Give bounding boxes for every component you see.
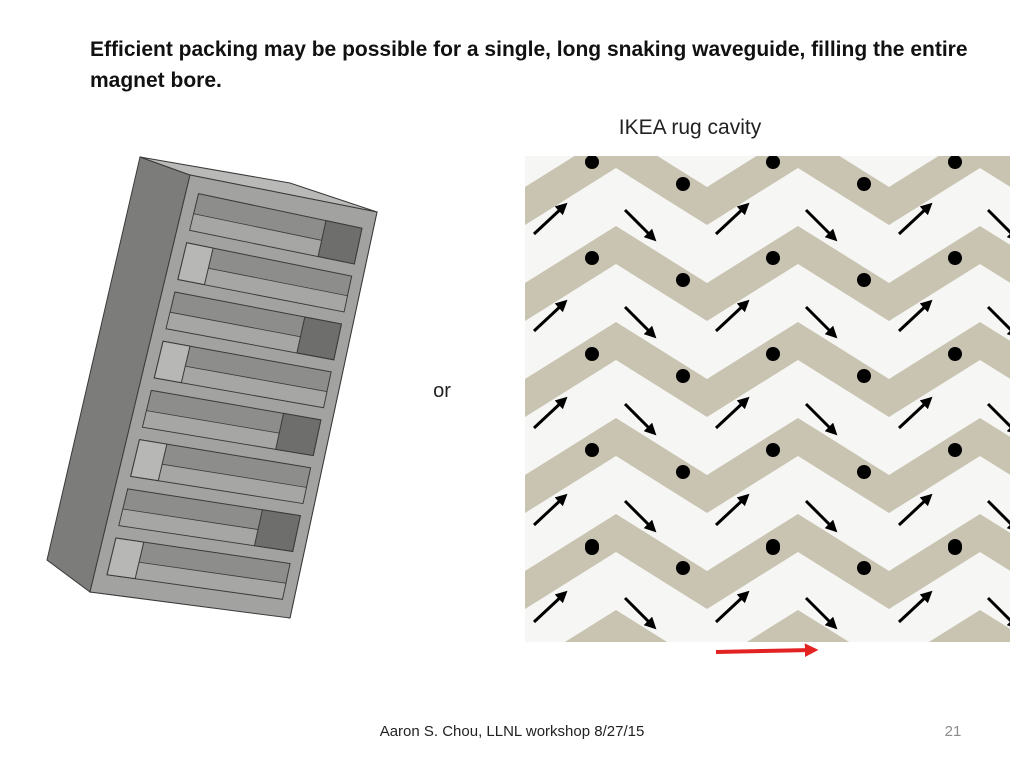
chevron-stripes — [525, 156, 1010, 642]
chevron-stripe — [525, 156, 1010, 225]
arrow-up-right-icon — [714, 493, 750, 527]
arrow-up-right-icon — [714, 396, 750, 430]
waveguide-bend — [177, 242, 214, 286]
rug-dot — [766, 251, 780, 265]
dot-grid — [585, 156, 962, 575]
waveguide-bend — [153, 340, 191, 384]
arrow-up-right-icon — [897, 396, 933, 430]
slide-footer: Aaron S. Chou, LLNL workshop 8/27/15 — [379, 723, 645, 740]
waveguide-bend — [317, 220, 363, 265]
arrow-down-right-icon — [804, 499, 838, 533]
rug-dot — [766, 156, 780, 169]
arrow-grid — [532, 202, 1010, 630]
chevron-stripe — [525, 418, 1010, 513]
arrow-down-right-icon — [986, 208, 1010, 242]
rug-dot — [857, 177, 871, 191]
arrow-down-right-icon — [623, 402, 657, 436]
chevron-stripe — [525, 514, 1010, 609]
rug-dot — [676, 177, 690, 191]
chevron-stripe — [525, 322, 1010, 417]
arrow-up-right-icon — [532, 590, 568, 624]
arrow-down-right-icon — [986, 305, 1010, 339]
arrow-down-right-icon — [804, 596, 838, 630]
arrow-down-right-icon — [623, 305, 657, 339]
rug-pattern-illustration — [525, 156, 1010, 657]
rug-dot — [766, 541, 780, 555]
arrow-up-right-icon — [714, 590, 750, 624]
waveguide-bend — [296, 316, 343, 361]
rug-dot — [766, 347, 780, 361]
arrow-up-right-icon — [532, 202, 568, 236]
arrow-up-right-icon — [897, 493, 933, 527]
or-label: or — [433, 380, 451, 402]
chevron-stripe — [564, 610, 1010, 642]
rug-dot — [948, 347, 962, 361]
arrow-up-right-icon — [532, 396, 568, 430]
rug-dot — [676, 561, 690, 575]
arrow-down-right-icon — [986, 596, 1010, 630]
rug-dot — [676, 465, 690, 479]
arrow-down-right-icon — [623, 596, 657, 630]
arrow-up-right-icon — [897, 202, 933, 236]
arrow-up-right-icon — [897, 299, 933, 333]
waveguide-bend — [253, 509, 301, 552]
arrow-down-right-icon — [804, 402, 838, 436]
rug-dot — [585, 443, 599, 457]
rug-dot — [948, 156, 962, 169]
rug-dot — [585, 347, 599, 361]
rug-dot — [857, 273, 871, 287]
waveguide-model-illustration — [46, 156, 378, 619]
waveguide-slots — [106, 193, 363, 600]
rug-caption: IKEA rug cavity — [618, 116, 762, 139]
slide-title: Efficient packing may be possible for a … — [90, 38, 968, 92]
rug-dot — [948, 443, 962, 457]
chevron-stripe — [525, 226, 1010, 321]
rug-dot — [585, 541, 599, 555]
rug-dot — [676, 369, 690, 383]
arrow-up-right-icon — [714, 299, 750, 333]
rug-dot — [948, 251, 962, 265]
arrow-down-right-icon — [623, 499, 657, 533]
rug-dot — [676, 273, 690, 287]
rug-dot — [857, 561, 871, 575]
rug-dot — [585, 251, 599, 265]
arrow-down-right-icon — [623, 208, 657, 242]
waveguide-bend — [130, 439, 168, 482]
arrow-down-right-icon — [986, 402, 1010, 436]
arrow-down-right-icon — [804, 305, 838, 339]
arrow-up-right-icon — [532, 493, 568, 527]
rug-dot — [857, 369, 871, 383]
waveguide-bend — [275, 412, 322, 457]
rug-dot — [766, 443, 780, 457]
waveguide-bend — [106, 537, 145, 580]
arrow-up-right-icon — [714, 202, 750, 236]
arrow-down-right-icon — [986, 499, 1010, 533]
rug-dot — [948, 541, 962, 555]
rug-dot — [857, 465, 871, 479]
arrow-up-right-icon — [897, 590, 933, 624]
rug-dot — [585, 156, 599, 169]
arrow-down-right-icon — [804, 208, 838, 242]
slide-number: 21 — [944, 723, 962, 740]
red-arrow-icon — [715, 643, 819, 657]
arrow-up-right-icon — [532, 299, 568, 333]
